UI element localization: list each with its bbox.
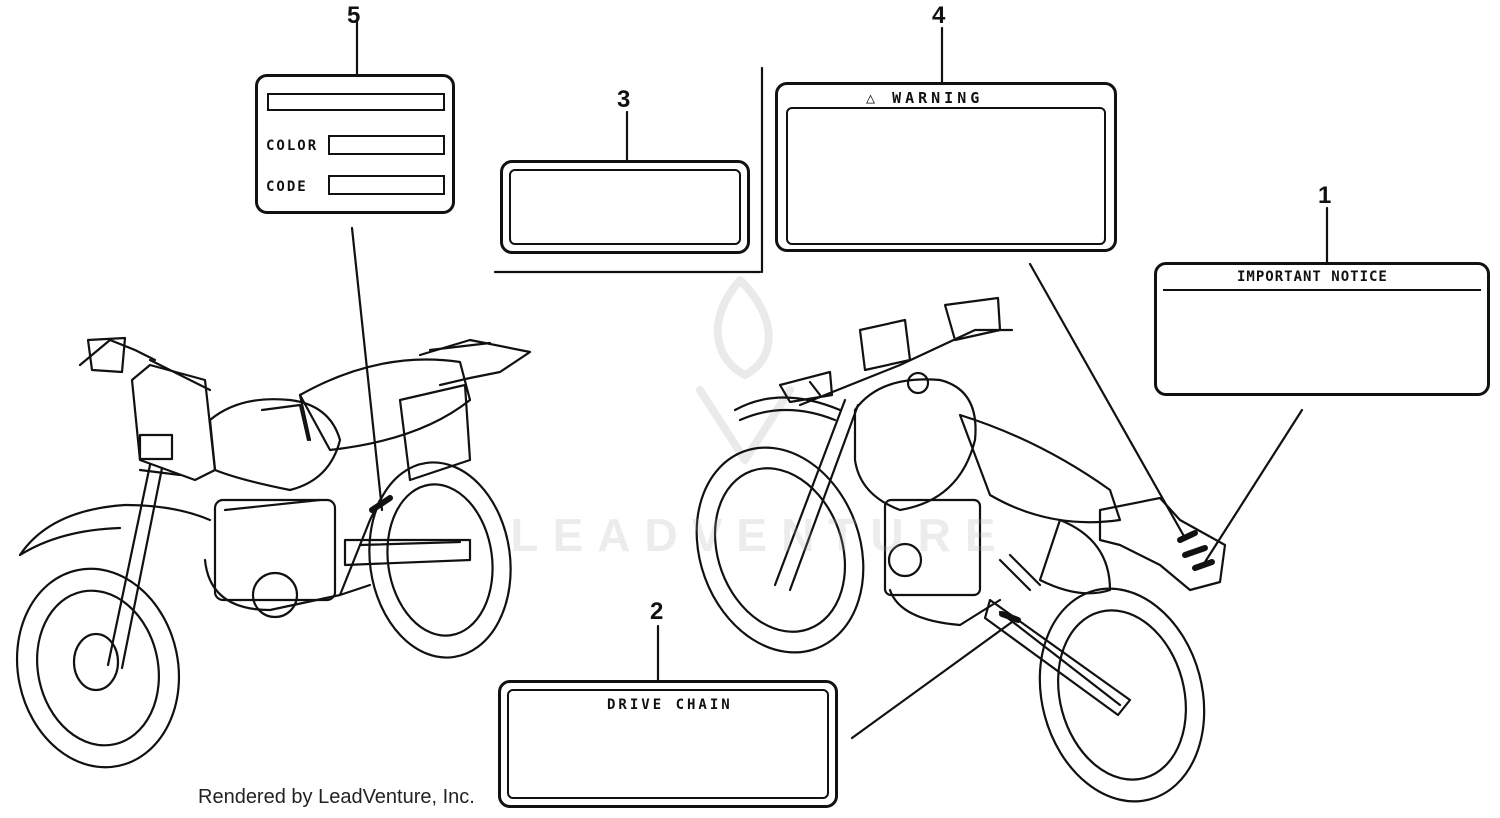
code-field bbox=[328, 175, 445, 195]
watermark-logo-icon bbox=[696, 276, 794, 464]
color-field bbox=[328, 135, 445, 155]
render-credit: Rendered by LeadVenture, Inc. bbox=[198, 786, 475, 808]
leader-line-1 bbox=[1203, 408, 1304, 564]
callout-number-2: 2 bbox=[650, 598, 664, 625]
motorcycle-right-icon bbox=[695, 296, 1227, 803]
leader-line-4 bbox=[1028, 262, 1187, 540]
warning-label: △ WARNING bbox=[775, 82, 1117, 252]
drive-chain-label: DRIVE CHAIN bbox=[498, 680, 838, 808]
important-notice-rule bbox=[1163, 289, 1481, 291]
code-label: CODE bbox=[266, 179, 308, 195]
color-label: COLOR bbox=[266, 138, 319, 154]
warning-title-text: WARNING bbox=[892, 89, 984, 107]
leader-line-5 bbox=[350, 226, 384, 512]
callout-number-3: 3 bbox=[617, 86, 631, 113]
callout-number-5: 5 bbox=[347, 2, 361, 29]
model-name-field bbox=[267, 93, 445, 111]
callout-number-1: 1 bbox=[1318, 182, 1332, 209]
warning-label-inner bbox=[786, 107, 1106, 245]
drive-chain-label-inner bbox=[507, 689, 829, 799]
leader-line-2 bbox=[850, 620, 1014, 740]
watermark-text: LEADVENTURE bbox=[510, 509, 1010, 561]
caution-label-3 bbox=[500, 160, 750, 254]
motorcycle-left-icon bbox=[15, 336, 532, 769]
warning-triangle-icon: △ bbox=[866, 89, 880, 107]
important-notice-label: IMPORTANT NOTICE bbox=[1154, 262, 1490, 396]
color-code-label: COLOR CODE bbox=[255, 74, 455, 214]
important-notice-title: IMPORTANT NOTICE bbox=[1237, 269, 1388, 285]
warning-title: △ WARNING bbox=[866, 89, 983, 107]
caution-label-inner bbox=[509, 169, 741, 245]
drive-chain-title: DRIVE CHAIN bbox=[607, 697, 733, 713]
callout-number-4: 4 bbox=[932, 2, 946, 29]
